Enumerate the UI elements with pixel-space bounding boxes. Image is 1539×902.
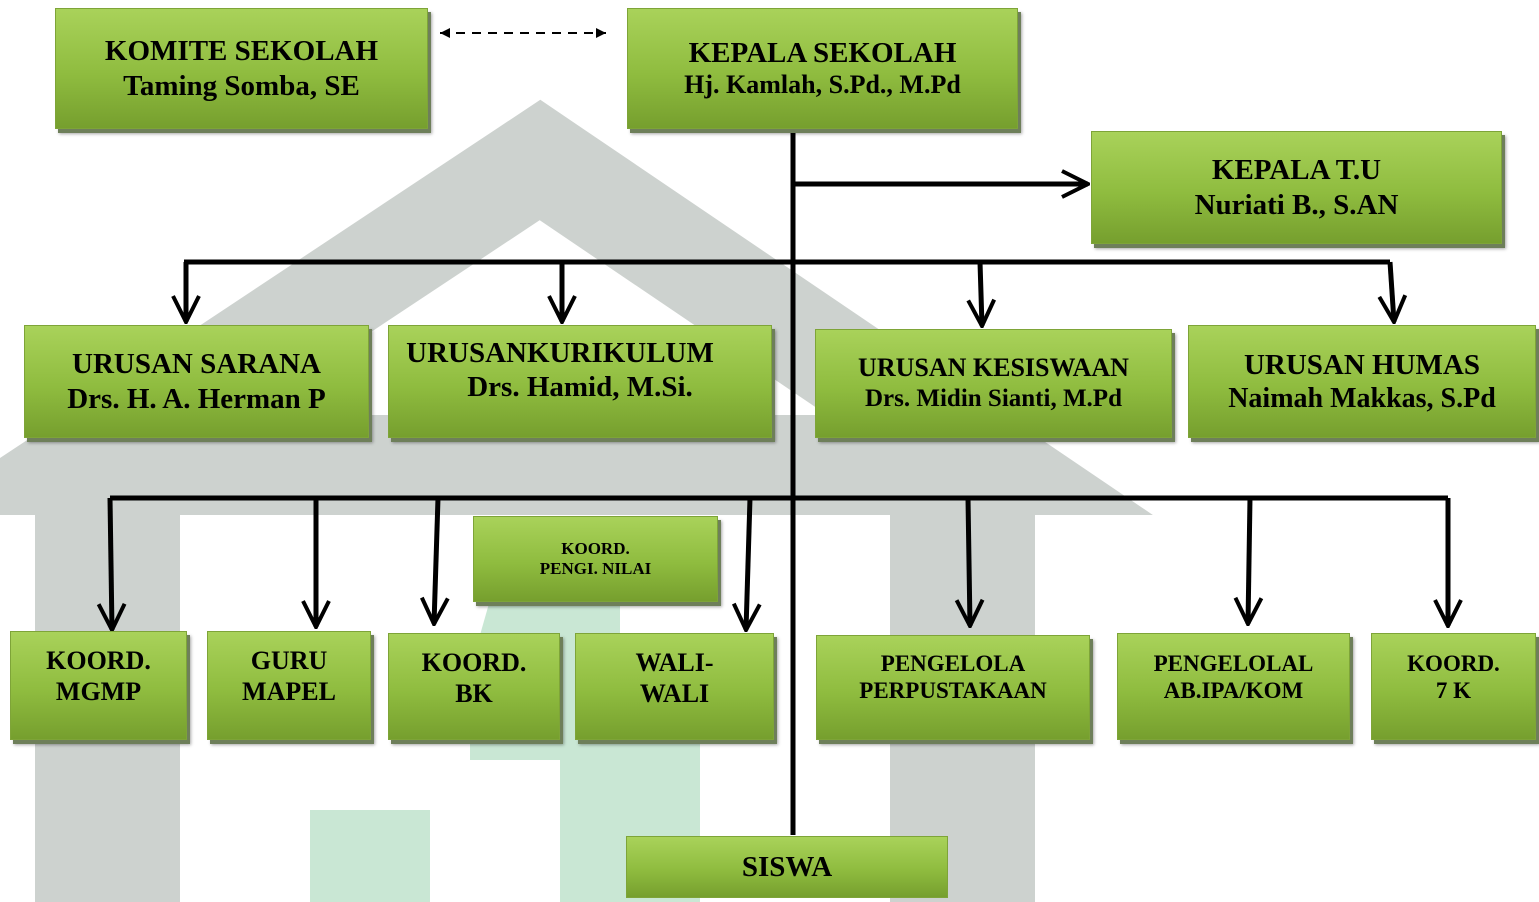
- siswa-label: SISWA: [741, 850, 833, 883]
- guru-mapel-line2: MAPEL: [242, 676, 336, 706]
- urusan-humas-title: URUSAN HUMAS: [1243, 348, 1481, 381]
- guru-mapel-line1: GURU: [250, 646, 328, 675]
- kepala-sekolah-title: KEPALA SEKOLAH: [688, 37, 957, 70]
- node-koord-mgmp: KOORD. MGMP: [10, 631, 187, 740]
- urusan-sarana-title: URUSAN SARANA: [72, 348, 321, 381]
- urusan-humas-person: Naimah Makkas, S.Pd: [1228, 383, 1496, 415]
- node-guru-mapel: GURU MAPEL: [207, 631, 371, 740]
- node-koord-7k: KOORD. 7 K: [1371, 633, 1536, 740]
- koord-drop-lab: [1248, 497, 1250, 624]
- koord-mgmp-line2: MGMP: [55, 676, 142, 706]
- wali-wali-line2: WALI: [639, 678, 710, 708]
- pengelola-perpustakaan-line1: PENGELOLA: [880, 651, 1026, 676]
- koord-pengi-nilai-line2: PENGI. NILAI: [539, 559, 652, 578]
- node-pengelola-perpustakaan: PENGELOLA PERPUSTAKAAN: [816, 635, 1090, 740]
- node-pengelola-lab: PENGELOLAL AB.IPA/KOM: [1117, 633, 1350, 740]
- wali-wali-line1: WALI-: [635, 648, 714, 677]
- node-urusan-kesiswaan: URUSAN KESISWAAN Drs. Midin Sianti, M.Pd: [815, 329, 1172, 438]
- koord-drop-perpus: [968, 497, 970, 626]
- urusan-kesiswaan-person: Drs. Midin Sianti, M.Pd: [865, 385, 1122, 413]
- node-urusan-humas: URUSAN HUMAS Naimah Makkas, S.Pd: [1188, 325, 1536, 438]
- node-wali-wali: WALI- WALI: [575, 633, 774, 740]
- koord-bk-line1: KOORD.: [421, 648, 527, 677]
- node-urusan-kurikulum: URUSANKURIKULUM Drs. Hamid, M.Si.: [388, 325, 772, 438]
- urusan-kurikulum-person: Drs. Hamid, M.Si.: [467, 371, 693, 404]
- koord-pengi-nilai-line1: KOORD.: [561, 538, 630, 558]
- komite-title: KOMITE SEKOLAH: [104, 35, 379, 68]
- urusan-drop-kesiswaan: [980, 261, 982, 326]
- koord-mgmp-line1: KOORD.: [46, 646, 151, 675]
- kepala-tu-title: KEPALA T.U: [1211, 154, 1382, 187]
- watermark-roof: [0, 99, 1153, 515]
- pengelola-perpustakaan-line2: PERPUSTAKAAN: [859, 678, 1047, 704]
- node-kepala-sekolah: KEPALA SEKOLAH Hj. Kamlah, S.Pd., M.Pd: [627, 8, 1018, 129]
- pengelola-lab-line2: AB.IPA/KOM: [1163, 678, 1304, 704]
- node-koord-bk: KOORD. BK: [388, 633, 560, 740]
- node-koord-pengi-nilai: KOORD. PENGI. NILAI: [473, 516, 718, 602]
- node-komite-sekolah: KOMITE SEKOLAH Taming Somba, SE: [55, 8, 428, 129]
- pengelola-lab-line1: PENGELOLAL: [1153, 651, 1314, 676]
- koord-7k-line2: 7 K: [1435, 678, 1472, 704]
- node-urusan-sarana: URUSAN SARANA Drs. H. A. Herman P: [24, 325, 369, 438]
- koord-drop-bk: [434, 497, 438, 624]
- watermark-base-left: [310, 810, 430, 902]
- koord-drop-wali: [746, 497, 750, 630]
- koord-drop-mgmp: [110, 497, 112, 630]
- node-kepala-tu: KEPALA T.U Nuriati B., S.AN: [1091, 131, 1502, 244]
- urusan-kesiswaan-title: URUSAN KESISWAAN: [858, 353, 1129, 383]
- kepala-sekolah-person: Hj. Kamlah, S.Pd., M.Pd: [684, 70, 961, 100]
- node-siswa: SISWA: [626, 836, 948, 898]
- komite-person: Taming Somba, SE: [123, 69, 360, 102]
- kepala-tu-person: Nuriati B., S.AN: [1194, 188, 1399, 221]
- koord-bk-line2: BK: [455, 678, 493, 708]
- urusan-drop-humas: [1390, 261, 1394, 322]
- urusan-kurikulum-title: URUSANKURIKULUM: [406, 337, 714, 369]
- koord-7k-line1: KOORD.: [1407, 651, 1500, 676]
- urusan-sarana-person: Drs. H. A. Herman P: [67, 382, 326, 415]
